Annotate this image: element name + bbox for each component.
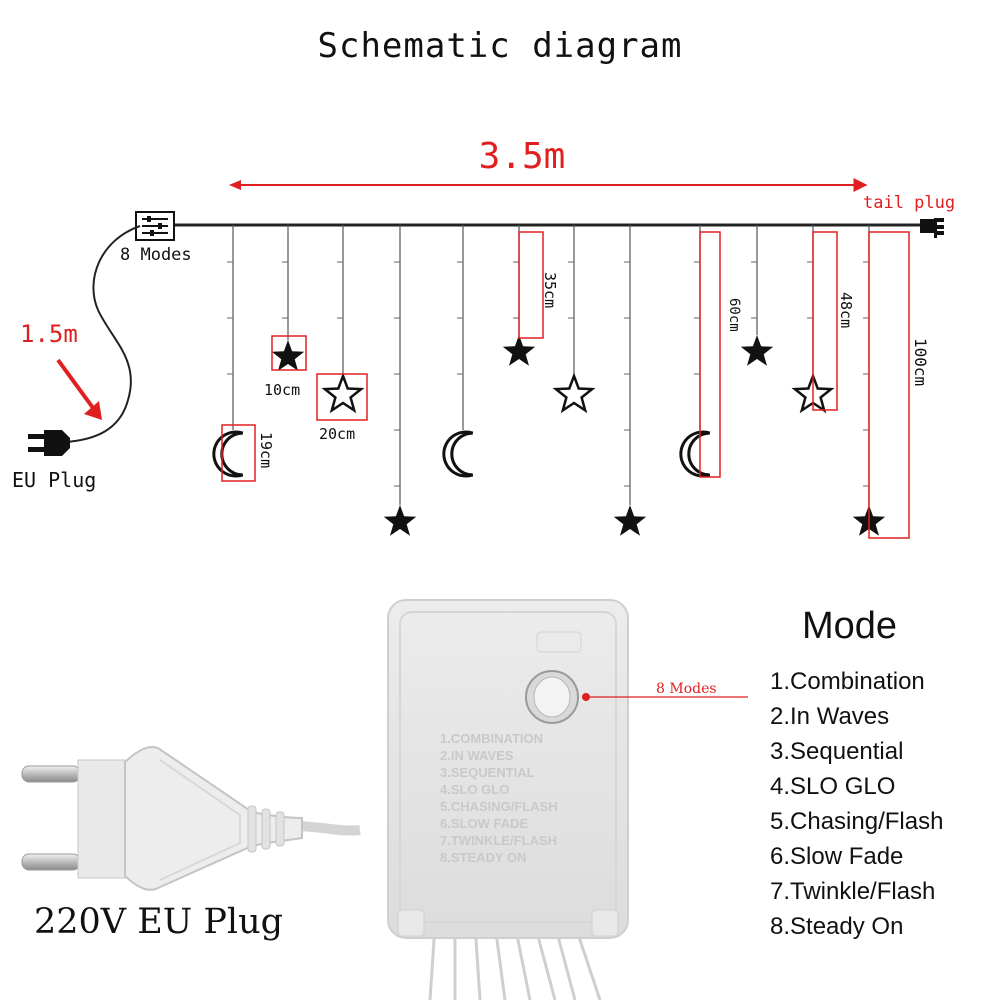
controller-embossed-text: 2.IN WAVES bbox=[440, 748, 514, 763]
controller-embossed-text: 1.COMBINATION bbox=[440, 731, 543, 746]
dim-label-48cm: 48cm bbox=[837, 292, 855, 328]
eu-plug-illustration bbox=[21, 745, 361, 891]
mode-item: 8.Steady On bbox=[770, 913, 904, 940]
cable-length-label: 1.5m bbox=[20, 320, 78, 348]
length-arrow-left-head bbox=[229, 180, 241, 190]
dim-box-star-20 bbox=[316, 373, 368, 421]
controller-embossed-text: 3.SEQUENTIAL bbox=[440, 765, 535, 780]
dim-label-60cm: 60cm bbox=[726, 298, 742, 332]
cable-arrow bbox=[56, 358, 98, 414]
controller-label: 8 Modes bbox=[120, 245, 192, 265]
controller-embossed-text: 8.STEADY ON bbox=[440, 850, 526, 865]
mode-item: 1.Combination bbox=[770, 668, 925, 695]
star-icon bbox=[383, 505, 417, 536]
light-strands bbox=[227, 225, 870, 505]
star-icon bbox=[613, 505, 647, 536]
mode-heading: Mode bbox=[802, 605, 898, 647]
dim-box-48 bbox=[812, 231, 838, 411]
button-callout-label: 8 Modes bbox=[656, 681, 717, 697]
mode-item: 5.Chasing/Flash bbox=[770, 808, 944, 835]
dim-box-moon-19 bbox=[221, 424, 256, 482]
lead-cable bbox=[64, 225, 141, 443]
star-icon bbox=[502, 335, 536, 366]
controller-embossed-text: 5.CHASING/FLASH bbox=[440, 799, 558, 814]
ornaments bbox=[212, 335, 886, 536]
star-outline-icon bbox=[552, 372, 596, 414]
moon-icon bbox=[442, 430, 474, 478]
dim-label-100cm: 100cm bbox=[911, 338, 930, 386]
dim-box-star-10 bbox=[271, 335, 307, 371]
dim-label-20cm: 20cm bbox=[319, 425, 355, 443]
mode-item: 2.In Waves bbox=[770, 703, 890, 730]
dim-box-35 bbox=[518, 231, 544, 339]
dimension-annotations: 10cm 20cm 19cm 35cm 60cm 48cm 100cm bbox=[221, 231, 930, 539]
tail-plug-label: tail plug bbox=[863, 193, 955, 213]
dim-label-10cm: 10cm bbox=[264, 381, 300, 399]
mode-item: 7.Twinkle/Flash bbox=[770, 878, 936, 905]
controller-icon bbox=[135, 211, 175, 241]
diagram-title: Schematic diagram bbox=[317, 26, 683, 66]
plug-caption: 220V EU Plug bbox=[34, 902, 284, 942]
controller-embossed-text: 6.SLOW FADE bbox=[440, 816, 528, 831]
moon-icon bbox=[679, 430, 711, 478]
button-callout-dot bbox=[582, 693, 590, 701]
star-icon bbox=[271, 340, 305, 371]
controller-illustration: 1.COMBINATION 2.IN WAVES 3.SEQUENTIAL 4.SLO… bbox=[387, 599, 629, 1000]
dim-label-19cm: 19cm bbox=[257, 432, 275, 468]
star-outline-icon bbox=[321, 372, 365, 414]
dim-box-100 bbox=[868, 231, 910, 539]
tail-plug-icon bbox=[920, 218, 944, 238]
mode-item: 3.Sequential bbox=[770, 738, 904, 765]
controller-embossed-text: 7.TWINKLE/FLASH bbox=[440, 833, 557, 848]
controller-embossed-text: 4.SLO GLO bbox=[440, 782, 509, 797]
eu-plug-label: EU Plug bbox=[12, 468, 96, 492]
cable-arrow-head bbox=[84, 401, 102, 420]
mode-item: 4.SLO GLO bbox=[770, 773, 896, 800]
dim-label-35cm: 35cm bbox=[541, 272, 559, 308]
star-icon bbox=[740, 335, 774, 366]
mode-list-panel: Mode 1.Combination 2.In Waves 3.Sequenti… bbox=[770, 605, 995, 944]
moon-icon bbox=[212, 430, 244, 478]
eu-plug-icon bbox=[28, 430, 70, 456]
dim-box-60 bbox=[699, 231, 721, 478]
length-label: 3.5m bbox=[479, 136, 566, 177]
mode-item: 6.Slow Fade bbox=[770, 843, 904, 870]
